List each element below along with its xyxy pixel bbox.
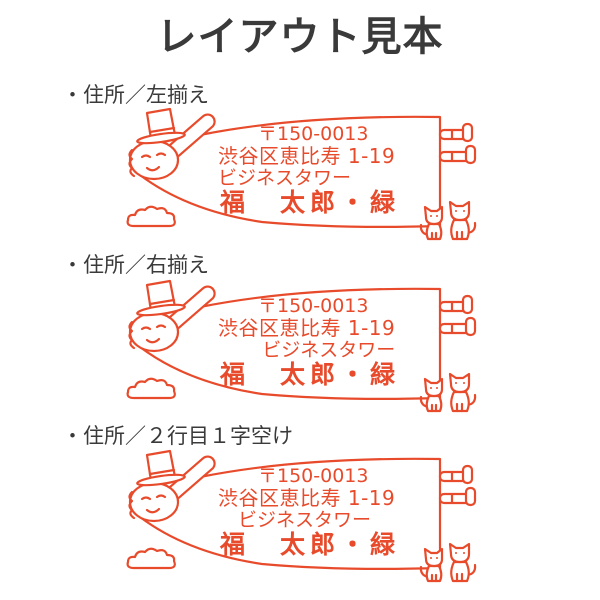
stamp-illustration <box>126 449 477 583</box>
cat-right-paws <box>455 402 464 413</box>
cloud-icon <box>126 205 176 228</box>
cat-left-paws <box>430 231 438 241</box>
upper-foot <box>461 122 474 143</box>
hat-brim <box>136 473 186 487</box>
cat-left-body <box>425 394 443 413</box>
address-lines: 渋谷区恵比寿 1-19 ビジネスタワー <box>218 317 395 361</box>
top-hat-icon <box>136 279 186 317</box>
stamp-sample-left-aligned: 〒150-0013 渋谷区恵比寿 1-19 ビジネスタワー 福 太郎・緑 <box>0 105 600 245</box>
eyes <box>140 324 167 331</box>
face-icon <box>128 481 180 523</box>
upper-foot <box>461 294 474 315</box>
postal-code: 〒150-0013 <box>258 295 369 317</box>
street-address: 渋谷区恵比寿 1-19 <box>218 486 396 510</box>
building-name: ビジネスタワー <box>238 509 372 531</box>
hat-band <box>148 298 176 306</box>
hair-curls <box>128 320 136 350</box>
postal-code: 〒150-0013 <box>258 465 369 487</box>
address-lines: 渋谷区恵比寿 1-19 ビジネスタワー <box>218 487 395 531</box>
person-name: 福 太郎・緑 <box>220 188 401 217</box>
stamp-art-slot <box>0 105 600 245</box>
address-block: 〒150-0013 渋谷区恵比寿 1-19 ビジネスタワー 福 太郎・緑 <box>218 465 400 559</box>
eyes <box>140 494 167 501</box>
cats-icon <box>419 542 477 583</box>
section-label-left-aligned: ・住所／左揃え <box>62 83 209 107</box>
cat-left-body <box>425 564 443 583</box>
postal-code: 〒150-0013 <box>258 123 369 145</box>
lower-foot <box>464 144 477 165</box>
section-label-right-aligned: ・住所／右揃え <box>62 253 209 277</box>
cat-eyes <box>430 552 465 559</box>
cloud-icon <box>126 377 176 400</box>
building-name: ビジネスタワー <box>262 339 396 361</box>
hair-curls <box>128 490 136 520</box>
cat-right-body <box>450 218 470 241</box>
stamp-art-slot <box>0 277 600 417</box>
face-outline <box>128 311 180 353</box>
street-address: 渋谷区恵比寿 1-19 <box>218 316 396 340</box>
hat-band <box>148 468 176 476</box>
cat-eyes <box>430 382 465 389</box>
legs-icon <box>438 294 477 337</box>
stamp-sample-right-aligned: 〒150-0013 渋谷区恵比寿 1-19 ビジネスタワー 福 太郎・緑 <box>0 277 600 417</box>
face-icon <box>128 311 180 353</box>
stamp-art-slot <box>0 447 600 587</box>
address-block: 〒150-0013 渋谷区恵比寿 1-19 ビジネスタワー 福 太郎・緑 <box>218 295 400 389</box>
flying-body-shape <box>138 457 442 570</box>
stamp-illustration <box>126 107 477 241</box>
eyes <box>140 152 167 159</box>
top-hat-icon <box>136 449 186 487</box>
flying-body-shape <box>138 115 442 228</box>
stamp-illustration <box>126 279 477 413</box>
cat-left-paws <box>430 573 438 583</box>
mouth <box>145 507 161 514</box>
cat-left-paws <box>430 403 438 413</box>
legs-icon <box>438 122 477 165</box>
street-address: 渋谷区恵比寿 1-19 <box>218 144 396 168</box>
section-label-indent: ・住所／２行目１字空け <box>62 424 293 448</box>
cat-left-head <box>423 205 444 226</box>
lower-foot <box>464 316 477 337</box>
cat-left-body <box>425 222 443 241</box>
top-hat-icon <box>136 107 186 145</box>
face-outline <box>128 139 180 181</box>
flying-body-shape <box>138 287 442 400</box>
cat-right-paws <box>455 572 464 583</box>
hat-brim <box>136 303 186 317</box>
hair-curls <box>128 148 136 178</box>
building-name: ビジネスタワー <box>218 167 352 189</box>
hat-brim <box>136 131 186 145</box>
cat-right-paws <box>455 230 464 241</box>
cloud-icon <box>126 547 176 570</box>
upper-foot <box>461 464 474 485</box>
address-block: 〒150-0013 渋谷区恵比寿 1-19 ビジネスタワー 福 太郎・緑 <box>218 123 400 217</box>
mouth <box>145 165 161 172</box>
face-icon <box>128 139 180 181</box>
cat-left-head <box>423 547 444 568</box>
stamp-sample-indent: 〒150-0013 渋谷区恵比寿 1-19 ビジネスタワー 福 太郎・緑 <box>0 447 600 587</box>
cat-right-body <box>450 560 470 583</box>
cat-right-head <box>448 542 471 564</box>
hat-band <box>148 126 176 134</box>
cat-eyes <box>430 210 465 217</box>
cat-right-head <box>448 200 471 222</box>
mouth <box>145 337 161 344</box>
person-name: 福 太郎・緑 <box>220 360 401 389</box>
cat-left-head <box>423 377 444 398</box>
person-name: 福 太郎・緑 <box>220 530 401 559</box>
cats-icon <box>419 200 477 241</box>
cats-icon <box>419 372 477 413</box>
cat-right-head <box>448 372 471 394</box>
page-title: レイアウト見本 <box>156 14 444 60</box>
face-outline <box>128 481 180 523</box>
lower-foot <box>464 486 477 507</box>
cat-right-body <box>450 390 470 413</box>
legs-icon <box>438 464 477 507</box>
address-lines: 渋谷区恵比寿 1-19 ビジネスタワー <box>218 145 395 189</box>
